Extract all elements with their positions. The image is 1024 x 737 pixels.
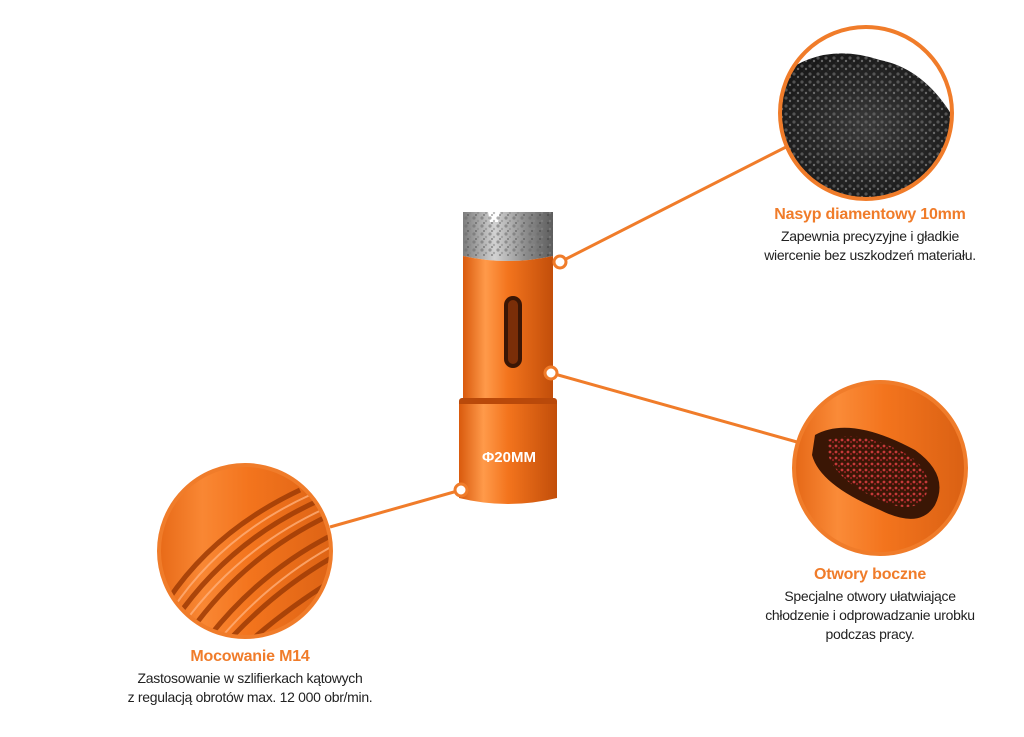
- callout-description: Zapewnia precyzyjne i gładkie wiercenie …: [735, 227, 1005, 265]
- zoom-diamond-grit: [778, 25, 954, 201]
- callout-desc-line: Zastosowanie w szlifierkach kątowych: [137, 670, 363, 686]
- diamond-core-bit: Φ20MM: [459, 212, 557, 504]
- callout-desc-line: Zapewnia precyzyjne i gładkie: [780, 228, 960, 244]
- zoom-m14-thread: [157, 463, 333, 639]
- callout-title: Otwory boczne: [813, 566, 927, 583]
- callout-desc-line: chłodzenie i odprowadzanie urobku: [765, 607, 975, 623]
- callout-title: Mocowanie M14: [190, 648, 310, 665]
- connector-mount: [329, 488, 462, 529]
- callout-desc-line: wiercenie bez uszkodzeń materiału.: [764, 247, 976, 263]
- connector-dots: [453, 254, 568, 498]
- dot-mount: [453, 482, 469, 498]
- callout-description: Specjalne otwory ułatwiające chłodzenie …: [735, 587, 1005, 644]
- dot-diamond: [552, 254, 568, 270]
- callout-m14-mount: Mocowanie M14 Zastosowanie w szlifierkac…: [90, 648, 410, 707]
- callout-description: Zastosowanie w szlifierkach kątowych z r…: [90, 669, 410, 707]
- connector-lines: [329, 143, 798, 529]
- callout-side-holes: Otwory boczne Specjalne otwory ułatwiają…: [735, 566, 1005, 644]
- bit-lower-body: [459, 404, 557, 504]
- callout-desc-line: Specjalne otwory ułatwiające: [784, 588, 956, 604]
- callout-diamond-grit: Nasyp diamentowy 10mm Zapewnia precyzyjn…: [735, 206, 1005, 265]
- callout-desc-line: z regulacją obrotów max. 12 000 obr/min.: [127, 689, 373, 705]
- callout-title: Nasyp diamentowy 10mm: [774, 206, 966, 223]
- bit-size-label: Φ20MM: [482, 449, 536, 466]
- connector-diamond: [559, 143, 791, 264]
- zoom-side-holes: [792, 380, 968, 556]
- callout-desc-line: podczas pracy.: [825, 626, 915, 642]
- dot-holes: [543, 365, 559, 381]
- connector-holes: [550, 371, 798, 444]
